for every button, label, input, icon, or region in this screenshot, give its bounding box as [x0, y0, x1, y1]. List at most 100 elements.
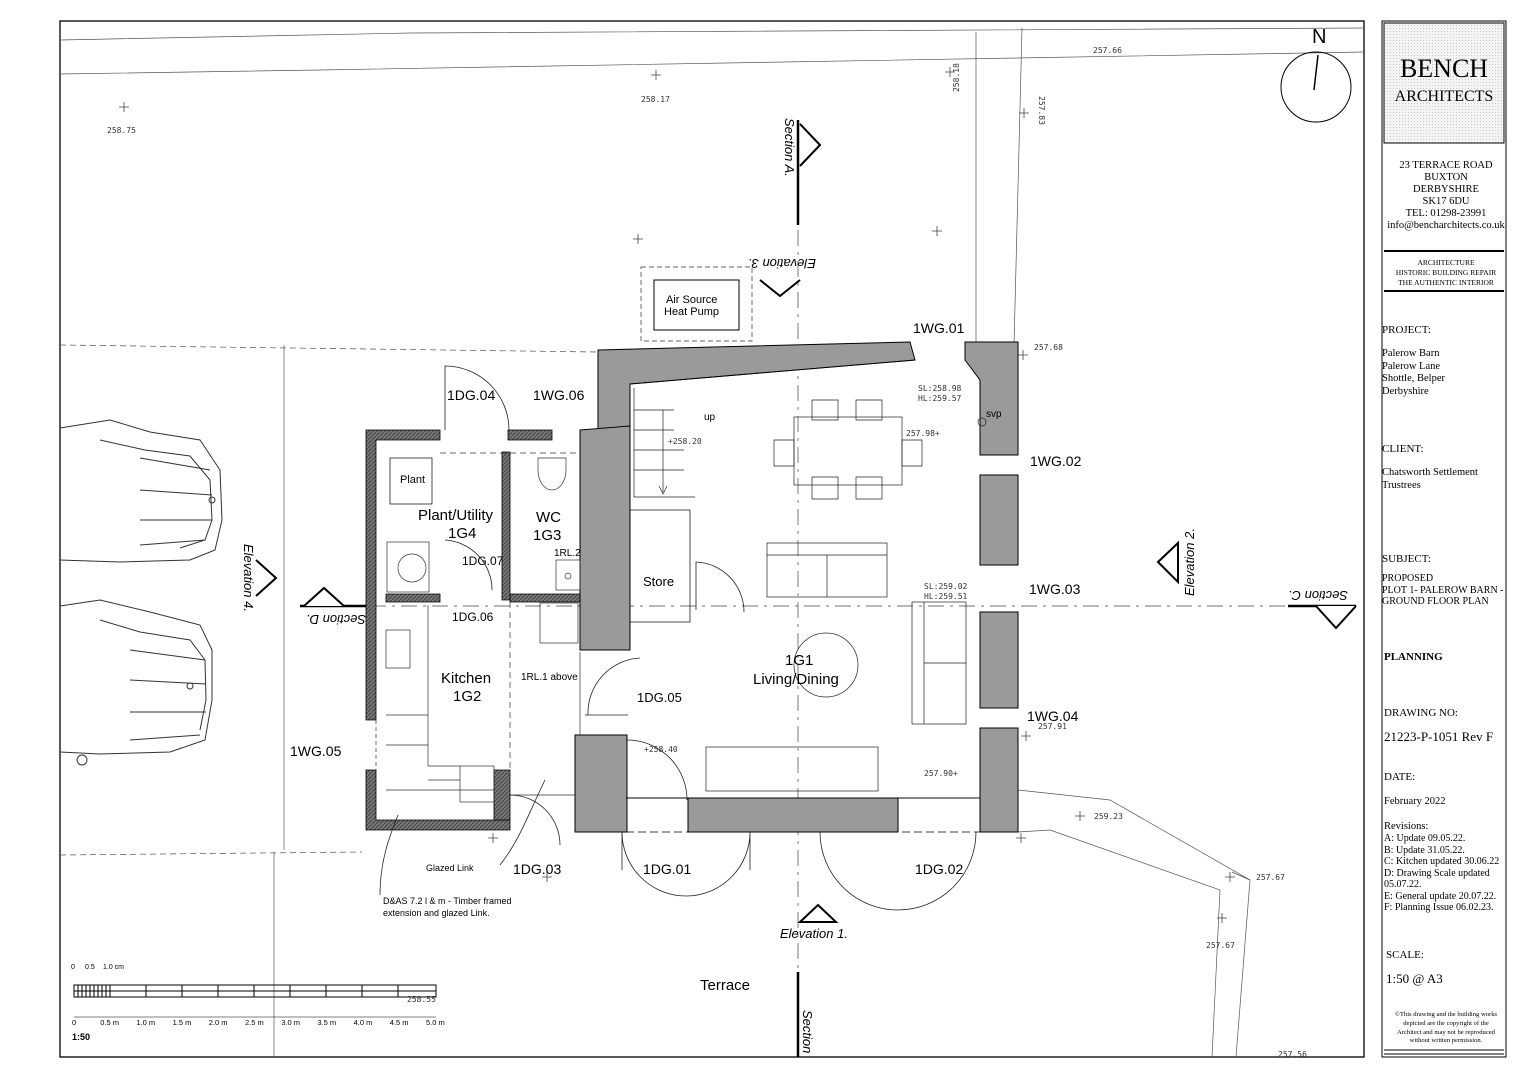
addr-line: DERBYSHIRE [1413, 184, 1479, 195]
level: +258.40 [644, 745, 678, 754]
copy-line: without written permission. [1409, 1037, 1483, 1045]
extension-fittings [375, 452, 581, 803]
addr-line: 23 TERRACE ROAD [1399, 160, 1493, 171]
level: HL:259.51 [924, 592, 968, 601]
level: 257.83 [1037, 96, 1046, 125]
level: 258.75 [107, 126, 136, 135]
copy-line: Architect and may not be reproduced [1397, 1028, 1495, 1036]
room-wc: WC [536, 509, 561, 526]
section-a-label: Section A. [782, 118, 797, 177]
client-label: CLIENT: [1382, 443, 1424, 455]
level: SL:258.98 [918, 384, 962, 393]
drawing-no-label: DRAWING NO: [1384, 707, 1458, 719]
date: February 2022 [1384, 796, 1446, 807]
proj-line: Shottle, Belper [1382, 373, 1445, 384]
client-line: Chatsworth Settlement [1382, 467, 1478, 478]
ashp-unit [653, 279, 740, 331]
subject-line: PLOT 1- PALEROW BARN - [1382, 584, 1504, 596]
section-bottom-label: Section [800, 1010, 815, 1054]
revs-line: F: Planning Issue 06.02.23. [1384, 902, 1494, 913]
room-kitchen: Kitchen [441, 670, 492, 687]
revisions-list: A: Update 09.05.22.B: Update 31.05.22.C:… [1384, 833, 1499, 914]
scale-tick: 3.0 m [281, 1018, 300, 1027]
revs-line: A: Update 09.05.22. [1384, 833, 1466, 844]
level: 258.17 [641, 95, 670, 104]
level: 259.23 [1094, 812, 1123, 821]
level: 257.98+ [906, 429, 940, 438]
scale-tick: 0 [72, 1018, 77, 1027]
scale-tick: 1.0 m [136, 1018, 156, 1027]
scale-tick: 2.5 m [245, 1018, 264, 1027]
subject-line: PROPOSED [1382, 573, 1434, 584]
drawing-frame [59, 20, 1365, 1058]
door-1dg02: 1DG.02 [915, 861, 964, 877]
ashp-label-2: Heat Pump [664, 306, 720, 318]
proj-line: Palerow Lane [1382, 360, 1441, 372]
revs-line: E: General update 20.07.22. [1384, 890, 1497, 902]
scale-top-tick: 0 [71, 964, 75, 971]
firm-name: BENCH [1399, 54, 1489, 83]
revs-line: 05.07.22. [1384, 879, 1422, 890]
level: 257.66 [1093, 46, 1122, 55]
elevation-2-label: Elevation 2. [1182, 528, 1197, 596]
door-1dg04: 1DG.04 [447, 387, 496, 403]
terrace-label: Terrace [700, 977, 751, 994]
das-note-2: extension and glazed Link. [383, 908, 490, 918]
level: HL:259.57 [918, 394, 962, 403]
survey-points [119, 67, 1235, 923]
firm-name-sub: ARCHITECTS [1394, 88, 1494, 105]
room-store: Store [643, 574, 675, 589]
project-label: PROJECT: [1382, 324, 1431, 336]
leader-lines [379, 779, 546, 896]
room-living-dining: Living/Dining [753, 671, 839, 688]
ashp-outline [640, 266, 753, 342]
markers [255, 123, 1357, 923]
client-line: Trustrees [1382, 479, 1421, 491]
level: 258.55 [407, 995, 436, 1004]
elevation-1-label: Elevation 1. [780, 926, 848, 941]
copy-line: depicted are the copyright of the [1403, 1019, 1489, 1027]
date-label: DATE: [1384, 771, 1416, 783]
scale-tick: 4.5 m [389, 1018, 409, 1027]
room-plant-utility: Plant/Utility [418, 507, 494, 524]
revs-line: B: Update 31.05.22. [1384, 844, 1465, 856]
stair-up-label: up [704, 412, 716, 423]
proj-line: Palerow Barn [1382, 348, 1440, 359]
room-kitchen-code: 1G2 [453, 688, 482, 705]
door-1dg03: 1DG.03 [513, 861, 562, 877]
section-c-label: Section C. [1288, 588, 1348, 603]
status: PLANNING [1384, 651, 1443, 663]
logo-panel [1383, 22, 1505, 144]
window-1wg01: 1WG.01 [913, 320, 965, 336]
door-1dg06: 1DG.06 [452, 610, 494, 624]
addr-line: SK17 6DU [1422, 196, 1470, 207]
door-1dg07: 1DG.07 [462, 554, 504, 568]
title-block-frame [1381, 20, 1507, 1058]
scale-top-tick: 1.0 cm [103, 964, 125, 971]
window-1wg06: 1WG.06 [533, 387, 585, 403]
window-1wg02: 1WG.02 [1030, 453, 1082, 469]
scale-tick: 5.0 m [426, 1018, 445, 1027]
glazed-link-note: Glazed Link [426, 863, 474, 873]
room-living-code: 1G1 [785, 652, 814, 669]
revisions-label: Revisions: [1384, 821, 1429, 832]
furniture [629, 388, 987, 792]
level: 258.18 [952, 63, 961, 92]
window-1wg04: 1WG.04 [1027, 708, 1079, 724]
das-note-1: D&AS 7.2 l & m - Timber framed [383, 896, 512, 906]
elevation-4-label: Elevation 4. [241, 544, 256, 612]
rooflight-1rl1: 1RL.1 above [521, 672, 578, 683]
level: 257.90+ [924, 769, 958, 778]
scale-bar [73, 984, 437, 1018]
elevation-3-label: Elevation 3. [748, 256, 816, 271]
addr-line: TEL: 01298-23991 [1405, 208, 1487, 219]
services-line: HISTORIC BUILDING REPAIR [1395, 268, 1497, 277]
room-plant-box: Plant [400, 474, 426, 486]
site-lines [59, 27, 1365, 1058]
room-plant-utility-code: 1G4 [448, 525, 477, 542]
addr-line: info@bencharchitects.co.uk [1387, 220, 1505, 231]
